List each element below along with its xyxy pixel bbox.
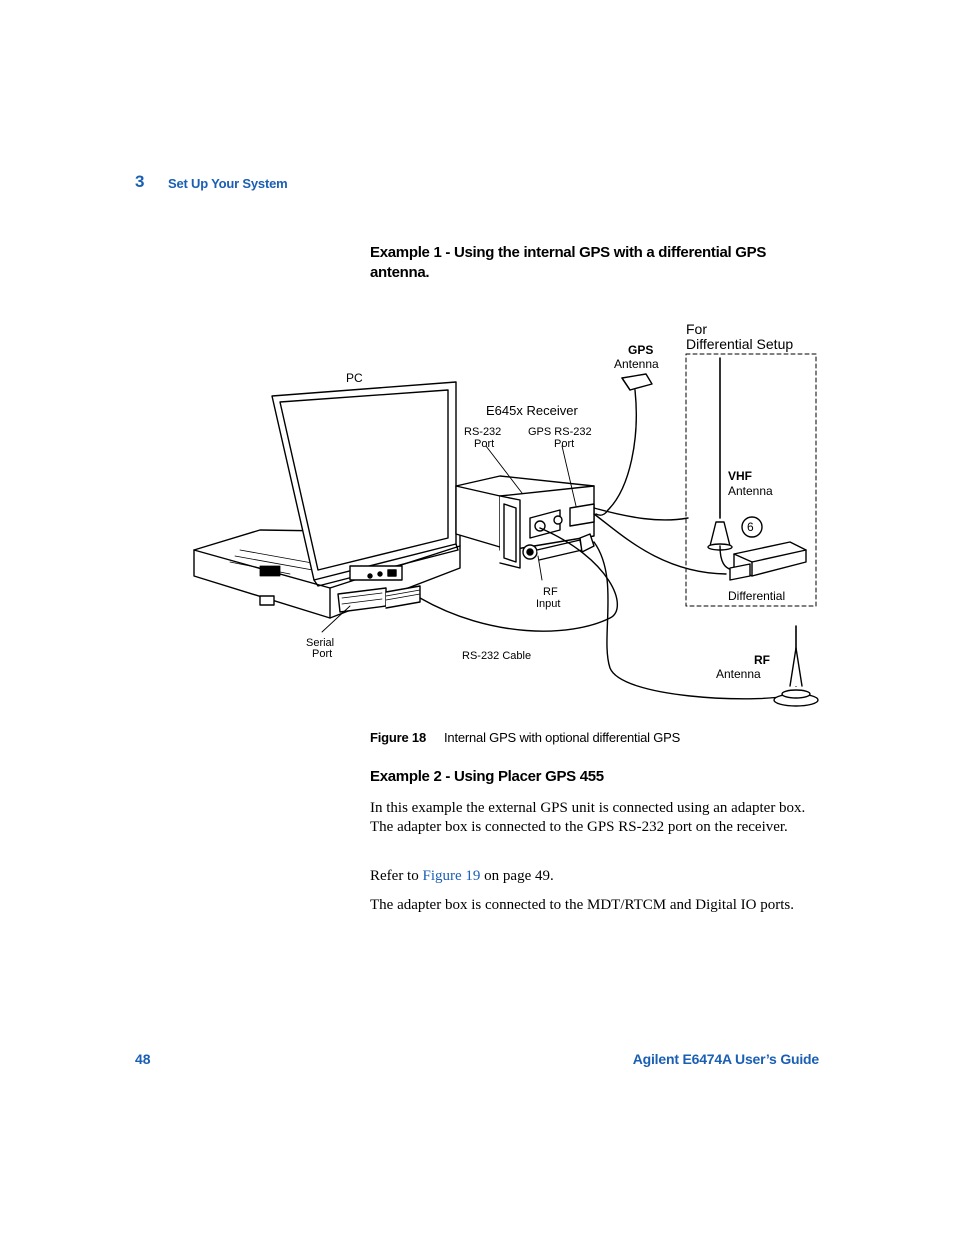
example2-paragraph-3: The adapter box is connected to the MDT/… [370, 897, 795, 913]
footer-doc-title: Agilent E6474A User’s Guide [632, 1051, 819, 1067]
rf-input-label-2: Input [536, 598, 560, 610]
chapter-number: 3 [135, 172, 145, 191]
rf-antenna-label-1: RF [754, 653, 770, 667]
differential-label: Differential [728, 589, 785, 603]
rf-input-label-1: RF [543, 586, 558, 598]
figure-19-link[interactable]: Figure 19 [422, 868, 481, 884]
for-differential-label-2: Differential Setup [686, 336, 793, 352]
rf-antenna-label-2: Antenna [716, 667, 761, 681]
vhf-antenna-label-1: VHF [728, 469, 752, 483]
gps-rs232-label-2: Port [554, 438, 574, 450]
serial-port-label-2: Port [312, 648, 332, 660]
serial-port-label-1: Serial [306, 637, 334, 649]
example2-paragraph-1: In this example the external GPS unit is… [370, 800, 806, 835]
pc-label: PC [346, 371, 363, 385]
gps-antenna-label-2: Antenna [614, 357, 659, 371]
vhf-antenna-label-2: Antenna [728, 484, 773, 498]
gps-antenna-label-1: GPS [628, 343, 653, 357]
gps-rs232-label-1: GPS RS-232 [528, 426, 592, 438]
callout-number: 6 [747, 520, 754, 534]
for-differential-label-1: For [686, 321, 707, 337]
example1-heading: Example 1 - Using the internal GPS with … [370, 244, 767, 281]
rs232-cable-label: RS-232 Cable [462, 650, 531, 662]
footer-page-number: 48 [135, 1051, 151, 1067]
figure-caption-label: Figure 18 [370, 730, 426, 745]
figure-caption: Figure 18 Internal GPS with optional diff… [370, 730, 680, 745]
para2-prefix: Refer to [370, 868, 423, 884]
example2-paragraph-2: Refer to Figure 19 on page 49. [370, 867, 820, 886]
rs232-port-label-2: Port [474, 438, 494, 450]
receiver-label: E645x Receiver [486, 403, 578, 418]
setup-diagram: PC E645x Receiver RS-232 Port GPS RS-232… [193, 321, 819, 707]
para2-suffix: on page 49. [480, 868, 554, 884]
chapter-title: Set Up Your System [168, 176, 288, 191]
figure-caption-text: Internal GPS with optional differential … [444, 730, 681, 745]
example2-heading: Example 2 - Using Placer GPS 455 [370, 768, 604, 785]
figure-18-diagram: PC E645x Receiver RS-232 Port GPS RS-232… [190, 318, 830, 718]
rs232-port-label-1: RS-232 [464, 426, 501, 438]
